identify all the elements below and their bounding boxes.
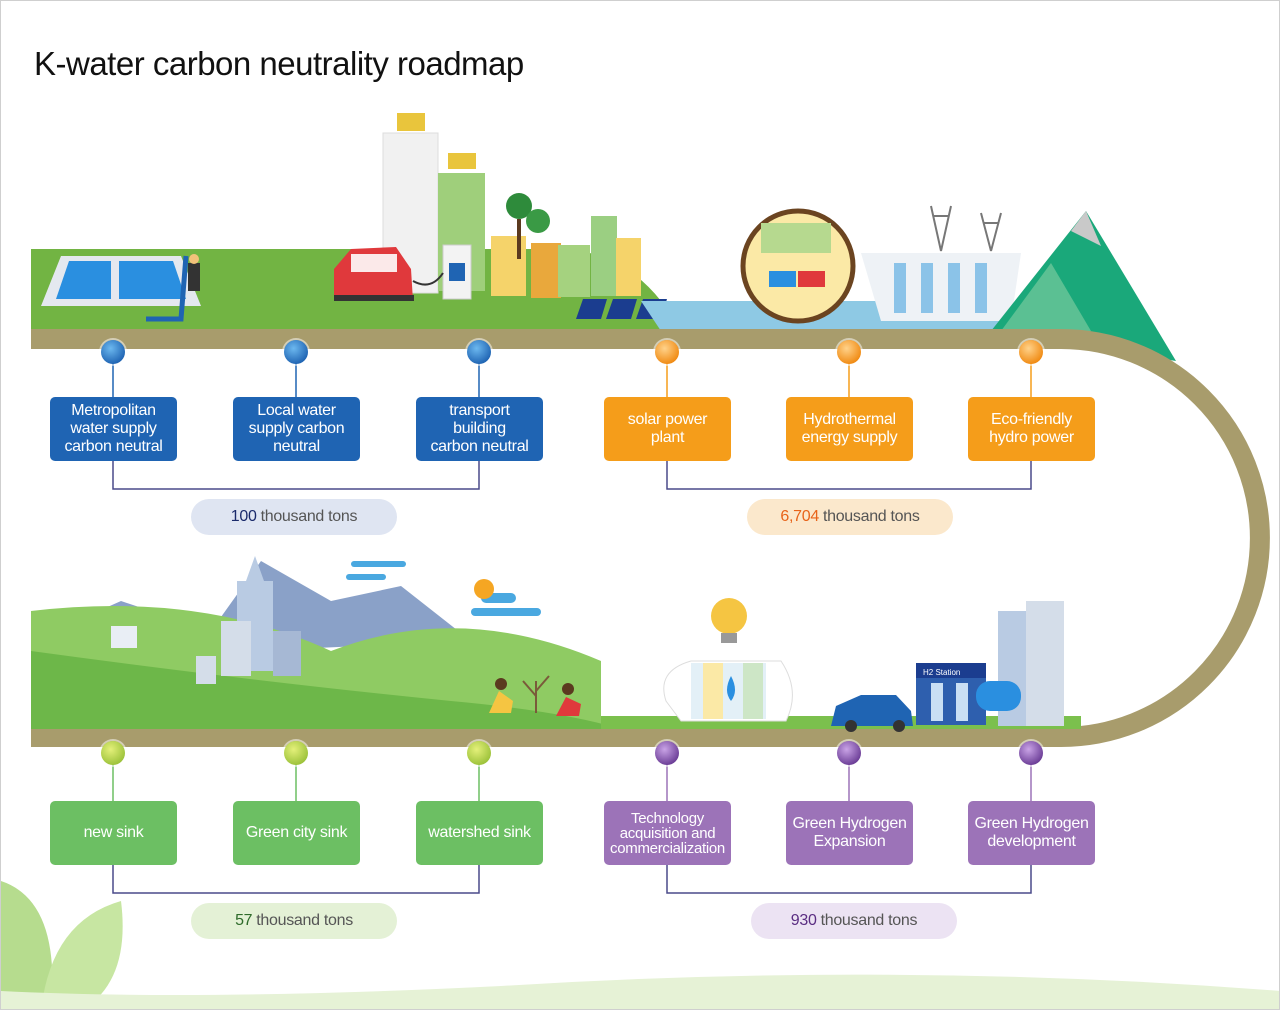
fuel-cell-lightbulb-icon	[663, 598, 793, 722]
total-number: 100	[230, 508, 257, 525]
milestone-label-line: Hydrothermal	[803, 411, 896, 428]
milestone-dot-local	[284, 340, 308, 364]
mountains-icon	[991, 211, 1176, 361]
milestone-label-line: carbon neutral	[430, 438, 529, 455]
bracket-bottom_right	[666, 865, 1032, 894]
people-planting-icon	[489, 675, 581, 716]
milestone-dot-newsink	[101, 741, 125, 765]
milestone-label-line: Expansion	[813, 833, 886, 850]
milestone-box-citysink: Green city sink	[233, 801, 360, 865]
clouds-icon	[346, 561, 541, 616]
milestone-dot-tech	[655, 741, 679, 765]
milestone-dot-metro	[101, 340, 125, 364]
bracket-bottom_left	[112, 865, 480, 894]
electric-car-icon	[334, 244, 472, 301]
milestone-label-line: development	[987, 833, 1076, 850]
milestone-label-line: Local water	[257, 402, 336, 419]
milestone-label-line: Green Hydrogen	[974, 815, 1089, 832]
milestone-dot-watershed	[467, 741, 491, 765]
milestone-label-citysink: Green city sink	[245, 824, 348, 842]
milestone-label-line: building	[453, 420, 506, 437]
leaves-decoration-icon	[1, 881, 1279, 1009]
milestone-label-line: Technology	[631, 809, 704, 827]
total-number: 6,704	[780, 508, 819, 525]
milestone-dot-h2dev	[1019, 741, 1043, 765]
page-title: K-water carbon neutrality roadmap	[34, 45, 524, 82]
milestone-label-line: solar power	[627, 411, 708, 428]
total-unit: thousand tons	[822, 508, 920, 525]
milestone-label-line: Eco-friendly	[991, 411, 1072, 428]
milestone-dot-hydro	[1019, 340, 1043, 364]
hydro-dam-icon	[861, 205, 1021, 321]
milestone-label-line: water supply	[70, 420, 157, 437]
milestone-label-line: transport	[449, 402, 510, 419]
total-number: 57	[235, 912, 253, 929]
milestone-dot-transport	[467, 340, 491, 364]
h2-station-sign: H2 Station	[923, 668, 960, 677]
milestone-dot-h2exp	[837, 741, 861, 765]
milestone-label-line: supply carbon	[248, 420, 345, 437]
hydrothermal-magnifier-icon	[740, 208, 856, 324]
top-landscape	[31, 113, 1176, 361]
bracket-top_left	[112, 461, 480, 490]
city-buildings-icon	[382, 113, 641, 298]
bottom-landscape: H2 Station	[31, 556, 1081, 732]
milestone-label-line: watershed sink	[428, 824, 531, 841]
milestone-label-line: plant	[650, 429, 685, 446]
milestone-label-line: commercialization	[610, 839, 725, 857]
milestone-label-line: hydro power	[989, 429, 1074, 446]
milestone-label-line: carbon neutral	[64, 438, 163, 455]
milestone-dot-solar	[655, 340, 679, 364]
milestone-label-line: energy supply	[801, 429, 898, 446]
hydrogen-station-icon: H2 Station	[916, 601, 1064, 726]
milestone-label-line: Green city sink	[245, 824, 348, 841]
milestone-label-line: Metropolitan	[71, 402, 156, 419]
total-unit: thousand tons	[820, 912, 918, 929]
total-unit: thousand tons	[256, 912, 353, 929]
milestone-dot-hydrothermal	[837, 340, 861, 364]
group-brackets	[112, 461, 1032, 894]
milestone-label-newsink: new sink	[84, 824, 144, 842]
milestone-box-watershed: watershed sink	[416, 801, 543, 865]
milestone-label-line: acquisition and	[619, 824, 716, 842]
milestone-label-line: Green Hydrogen	[792, 815, 907, 832]
bracket-top_right	[666, 461, 1032, 490]
milestone-box-newsink: new sink	[50, 801, 177, 865]
total-number: 930	[790, 912, 817, 929]
hydrogen-car-icon	[831, 695, 913, 732]
total-unit: thousand tons	[260, 508, 358, 525]
milestone-label-line: new sink	[83, 824, 144, 841]
milestone-label-line: neutral	[273, 438, 320, 455]
roadmap-road	[31, 329, 1270, 747]
milestone-label-watershed: watershed sink	[428, 824, 531, 842]
water-treatment-plant-icon	[41, 254, 201, 322]
milestone-dot-citysink	[284, 741, 308, 765]
city-towers-icon	[111, 556, 301, 684]
